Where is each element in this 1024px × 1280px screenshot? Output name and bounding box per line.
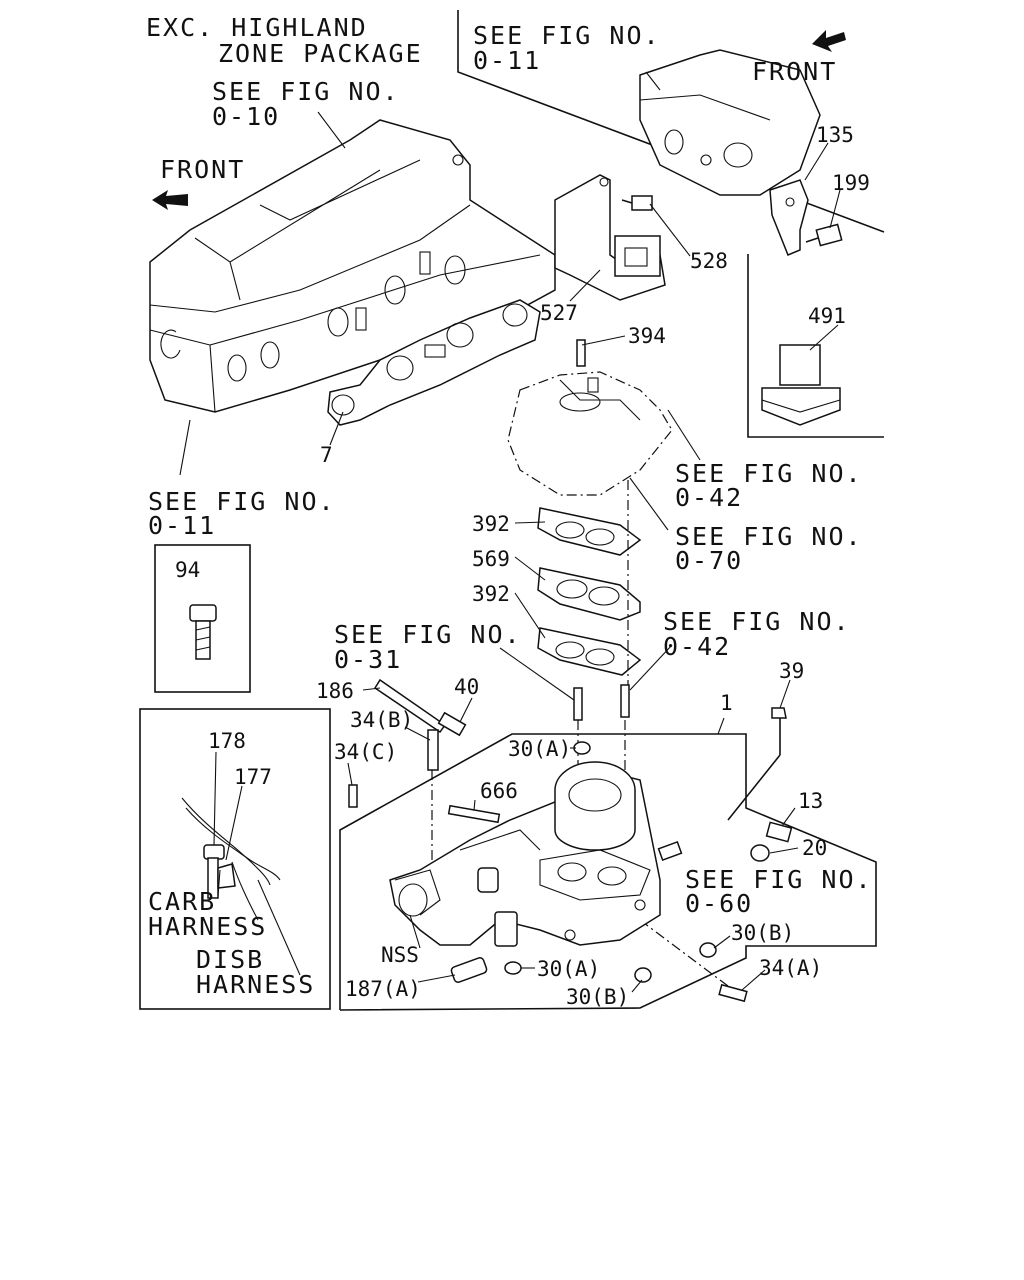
ref-0-60-line1: SEE FIG NO.: [685, 865, 873, 894]
ref-0-11-left-line2: 0-11: [148, 511, 216, 540]
manifold-gasket: [327, 299, 541, 426]
callout-666: 666: [480, 779, 518, 803]
bracket-135: [769, 179, 809, 256]
ref-0-70-line2: 0-70: [675, 546, 743, 575]
callout-34b: 34(B): [350, 708, 413, 732]
callout-34a: 34(A): [759, 956, 822, 980]
callout-394: 394: [628, 324, 666, 348]
front-arrow-icon: [812, 30, 846, 52]
switch-491: [761, 344, 841, 426]
callout-30a-bottom: 30(A): [537, 957, 600, 981]
small-parts: [348, 678, 793, 1003]
callout-94: 94: [175, 558, 200, 582]
bolt-94-inset-box: [154, 544, 251, 693]
front-label-right: FRONT: [752, 57, 837, 86]
ref-0-42-lower-line1: SEE FIG NO.: [663, 607, 851, 636]
ref-0-42-upper-line2: 0-42: [675, 483, 743, 512]
ref-0-60-line2: 0-60: [685, 889, 753, 918]
exclusion-note-line2: ZONE PACKAGE: [218, 39, 423, 68]
ref-0-31-line2: 0-31: [334, 645, 402, 674]
leader-lines: [179, 71, 841, 993]
callout-491: 491: [808, 304, 846, 328]
callout-178: 178: [208, 729, 246, 753]
spacer-569: [537, 567, 641, 621]
callout-1: 1: [720, 691, 733, 715]
ref-0-10-line1: SEE FIG NO.: [212, 77, 400, 106]
ref-0-42-upper-line1: SEE FIG NO.: [675, 459, 863, 488]
bolt-199: [805, 223, 843, 247]
carburetor-ghost: [507, 371, 673, 496]
harness-clamp: [181, 797, 281, 921]
ref-0-10-line2: 0-10: [212, 102, 280, 131]
intake-manifold: [389, 761, 661, 947]
front-label-left: FRONT: [160, 155, 245, 184]
part-callouts: 135 199 528 527 394 491 7 392 569 392 94…: [175, 123, 870, 1009]
ref-0-11-left-line1: SEE FIG NO.: [148, 487, 336, 516]
ref-0-31-line1: SEE FIG NO.: [334, 620, 522, 649]
ref-0-11-top-line2: 0-11: [473, 46, 541, 75]
callout-40: 40: [454, 675, 479, 699]
callout-199: 199: [832, 171, 870, 195]
callout-135: 135: [816, 123, 854, 147]
ref-0-11-top-line1: SEE FIG NO.: [473, 21, 661, 50]
callout-527: 527: [540, 301, 578, 325]
callout-392-lower: 392: [472, 582, 510, 606]
carb-harness-line1: CARB: [148, 887, 216, 916]
harness-inset-box: [139, 708, 331, 1010]
front-arrow-icon: [152, 190, 188, 210]
exclusion-note-line1: EXC. HIGHLAND: [146, 13, 368, 42]
callout-528: 528: [690, 249, 728, 273]
callout-569: 569: [472, 547, 510, 571]
head-detail-top-right: [639, 49, 821, 196]
carb-gasket-392-upper: [537, 507, 642, 556]
bolt-94: [189, 604, 217, 660]
callout-nss: NSS: [381, 943, 419, 967]
harness-labels: CARB HARNESS DISB HARNESS: [148, 887, 315, 999]
stud-pair: [573, 684, 630, 721]
callout-7: 7: [320, 443, 333, 467]
callout-186: 186: [316, 679, 354, 703]
stud-394: [576, 339, 586, 367]
disb-harness-line1: DISB: [196, 945, 264, 974]
callout-187a: 187(A): [345, 977, 421, 1001]
callout-20: 20: [802, 836, 827, 860]
callout-177: 177: [234, 765, 272, 789]
carb-harness-line2: HARNESS: [148, 912, 267, 941]
callout-30b-bottom: 30(B): [566, 985, 629, 1009]
callout-13: 13: [798, 789, 823, 813]
header-note: EXC. HIGHLAND ZONE PACKAGE: [146, 13, 423, 68]
callout-39: 39: [779, 659, 804, 683]
cylinder-head: [149, 119, 556, 413]
callout-392-upper: 392: [472, 512, 510, 536]
disb-harness-line2: HARNESS: [196, 970, 315, 999]
callout-30b-right: 30(B): [731, 921, 794, 945]
callout-34c: 34(C): [334, 740, 397, 764]
bracket-527: [554, 174, 666, 301]
ref-0-70-line1: SEE FIG NO.: [675, 522, 863, 551]
bolt-528: [621, 195, 653, 211]
ref-0-42-lower-line2: 0-42: [663, 632, 731, 661]
carb-gasket-392-lower: [537, 627, 642, 676]
callout-30a-top: 30(A): [508, 737, 571, 761]
